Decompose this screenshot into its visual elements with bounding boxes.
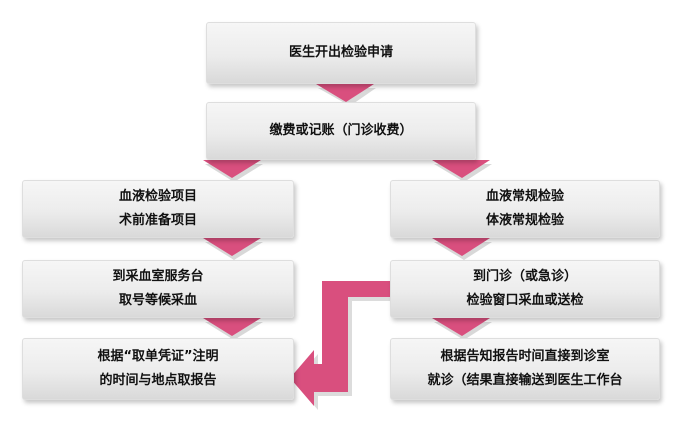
bent-arrow-shadow	[294, 285, 394, 410]
node-clinic-line-1: 到门诊（或急诊）	[472, 269, 577, 284]
node-pickup: 根据“取单凭证”注明 的时间与地点取报告	[22, 338, 294, 400]
node-clinic: 到门诊（或急诊） 检验窗口采血或送检	[390, 260, 660, 318]
arrow-pay-to-routine	[432, 160, 490, 178]
node-direct-line-2: 就诊（结果直接输送到医生工作台	[427, 373, 623, 388]
node-blood-test-line-1: 血液检验项目	[118, 189, 197, 204]
node-pickup-line-1: 根据“取单凭证”注明	[97, 349, 219, 364]
node-direct: 根据告知报告时间直接到诊室 就诊（结果直接输送到医生工作台	[390, 338, 660, 400]
node-direct-line-1: 根据告知报告时间直接到诊室	[440, 349, 610, 364]
node-sampling-room: 到采血室服务台 取号等候采血	[22, 260, 294, 318]
node-pay: 缴费或记账（门诊收费）	[206, 102, 476, 160]
arrow-clinic-to-direct	[432, 318, 490, 336]
node-pay-line-1: 缴费或记账（门诊收费）	[269, 123, 413, 138]
node-apply: 医生开出检验申请	[206, 22, 476, 84]
node-routine-line-2: 体液常规检验	[485, 213, 564, 228]
node-pickup-line-2: 的时间与地点取报告	[99, 373, 217, 388]
arrow-sampling-to-pickup	[203, 318, 261, 336]
node-routine-line-1: 血液常规检验	[485, 189, 564, 204]
node-clinic-line-2: 检验窗口采血或送检	[466, 293, 584, 308]
arrow-routine-to-clinic	[432, 238, 490, 256]
bent-arrow-clinic-to-pickup	[290, 281, 390, 406]
node-blood-test-line-2: 术前准备项目	[118, 213, 197, 228]
node-sampling-room-line-2: 取号等候采血	[118, 293, 197, 308]
arrow-apply-to-pay	[316, 84, 374, 102]
node-sampling-room-line-1: 到采血室服务台	[112, 269, 204, 284]
node-routine: 血液常规检验 体液常规检验	[390, 180, 660, 238]
arrow-pay-to-blood-test	[203, 160, 261, 178]
node-apply-line-1: 医生开出检验申请	[288, 45, 393, 60]
node-blood-test: 血液检验项目 术前准备项目	[22, 180, 294, 238]
arrow-blood-test-to-sampling	[203, 238, 261, 256]
